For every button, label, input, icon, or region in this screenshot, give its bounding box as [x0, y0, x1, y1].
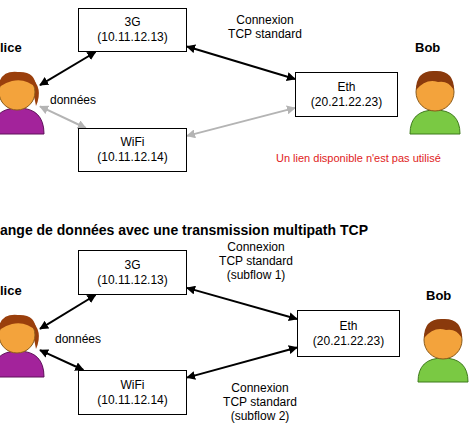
person-figure: [0, 62, 40, 132]
tcp-link: [40, 106, 86, 128]
interface-name: WiFi: [121, 378, 145, 393]
interface-box: WiFi(10.11.12.14): [78, 128, 187, 172]
tcp-link: [40, 350, 83, 370]
link-label: Connexion TCP standard: [225, 13, 305, 41]
person-name: Bob: [415, 40, 440, 55]
interface-box: Eth(20.21.22.23): [295, 72, 398, 117]
note-text: données: [55, 332, 101, 346]
person-hair: [0, 315, 36, 331]
person-node: Bob: [416, 310, 470, 380]
interface-box: 3G(10.11.12.13): [78, 250, 187, 295]
interface-name: WiFi: [121, 135, 145, 150]
tcp-link: [187, 108, 295, 136]
link-label: Connexion TCP standard (subflow 1): [216, 240, 296, 282]
tcp-link: [187, 46, 295, 79]
person-figure: [408, 62, 462, 132]
person-name: lice: [0, 283, 22, 298]
person-node: Bob: [408, 62, 462, 132]
ip-address: (20.21.22.23): [311, 95, 382, 110]
person-body: [410, 110, 460, 134]
interface-name: 3G: [124, 258, 140, 273]
note-text: Un lien disponible n'est pas utilisé: [276, 152, 441, 164]
interface-name: 3G: [124, 15, 140, 30]
section-heading: ange de données avec une transmission mu…: [0, 222, 368, 238]
person-hair: [0, 72, 36, 88]
person-node: lice: [0, 62, 40, 132]
interface-name: Eth: [339, 319, 357, 334]
person-name: lice: [0, 40, 22, 55]
person-figure: [0, 305, 40, 377]
ip-address: (10.11.12.13): [97, 30, 168, 45]
interface-box: 3G(10.11.12.13): [78, 8, 187, 52]
interface-box: WiFi(10.11.12.14): [78, 370, 187, 415]
tcp-link: [187, 288, 297, 319]
person-body: [418, 358, 468, 382]
person-body: [0, 351, 44, 377]
tcp-link: [40, 295, 96, 329]
note-text: données: [50, 93, 96, 107]
ip-address: (20.21.22.23): [313, 334, 384, 349]
person-hair: [416, 71, 454, 90]
person-node: lice: [0, 305, 40, 377]
link-label: Connexion TCP standard (subflow 2): [220, 381, 300, 423]
interface-box: Eth(20.21.22.23): [297, 310, 400, 357]
person-figure: [416, 310, 470, 380]
ip-address: (10.11.12.13): [97, 273, 168, 288]
interface-name: Eth: [337, 80, 355, 95]
person-hair: [424, 319, 462, 338]
ip-address: (10.11.12.14): [97, 150, 168, 165]
tcp-link: [187, 348, 297, 378]
ip-address: (10.11.12.14): [97, 393, 168, 408]
tcp-link: [40, 52, 96, 85]
person-body: [0, 108, 44, 134]
person-name: Bob: [426, 288, 451, 303]
